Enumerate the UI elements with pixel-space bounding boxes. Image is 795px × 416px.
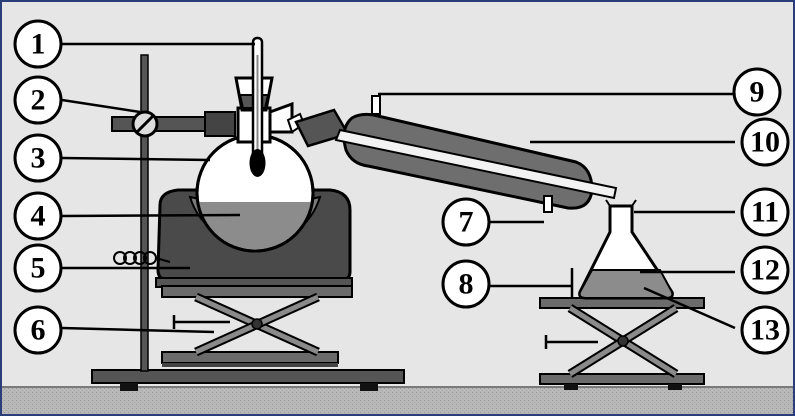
power-cord <box>113 251 171 265</box>
callout-3-label: 3 <box>31 142 46 175</box>
callout-2: 2 <box>13 75 63 125</box>
callout-10-label: 10 <box>750 126 780 159</box>
callout-5-label: 5 <box>31 252 46 285</box>
callout-7-label: 7 <box>459 206 474 239</box>
callout-10: 10 <box>740 117 790 167</box>
callout-leaders <box>61 42 736 334</box>
callout-13: 13 <box>740 305 790 355</box>
callout-12-label: 12 <box>750 254 780 287</box>
callout-3: 3 <box>13 133 63 183</box>
callout-2-label: 2 <box>31 84 46 117</box>
callout-1-label: 1 <box>31 28 46 61</box>
callout-4-label: 4 <box>31 200 46 233</box>
callout-11: 11 <box>740 187 790 237</box>
thermometer <box>249 36 266 177</box>
callout-6: 6 <box>13 305 63 355</box>
callout-12: 12 <box>740 245 790 295</box>
callout-9-label: 9 <box>750 76 765 109</box>
floor <box>0 387 795 416</box>
callout-8-label: 8 <box>459 268 474 301</box>
clamp <box>111 110 236 138</box>
lab-jack-right <box>539 297 705 390</box>
lab-jack-left <box>161 285 353 367</box>
callout-7: 7 <box>441 197 491 247</box>
callout-4: 4 <box>13 191 63 241</box>
condenser <box>334 95 618 213</box>
retort-stand <box>91 54 405 391</box>
callout-1: 1 <box>13 19 63 69</box>
callout-8: 8 <box>441 259 491 309</box>
callout-13-label: 13 <box>750 314 780 347</box>
callout-9: 9 <box>732 67 782 117</box>
callout-6-label: 6 <box>31 314 46 347</box>
callout-5: 5 <box>13 243 63 293</box>
callout-11-label: 11 <box>751 196 779 229</box>
